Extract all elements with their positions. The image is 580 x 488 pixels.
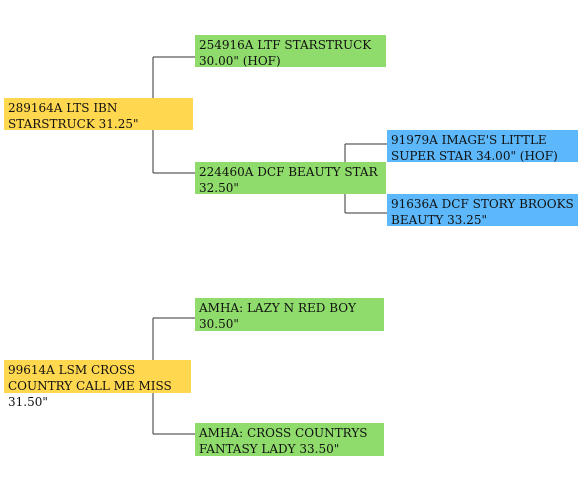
pedigree-dam-horse: 224460A DCF BEAUTY STAR 32.50": [195, 162, 386, 195]
pedigree-sire-horse: 254916A LTF STARSTRUCK 30.00" (HOF): [195, 35, 386, 68]
pedigree-sire-horse: AMHA: LAZY N RED BOY 30.50": [195, 298, 384, 331]
horse-label: AMHA: CROSS COUNTRYS FANTASY LADY 33.50": [199, 426, 368, 456]
horse-label: 99614A LSM CROSS COUNTRY CALL ME MISS 31…: [8, 363, 172, 409]
horse-label: 254916A LTF STARSTRUCK 30.00" (HOF): [199, 38, 372, 68]
pedigree-root-horse: 289164A LTS IBN STARSTRUCK 31.25": [4, 98, 193, 131]
horse-label: 91636A DCF STORY BROOKS BEAUTY 33.25": [391, 197, 574, 227]
horse-label: 224460A DCF BEAUTY STAR 32.50": [199, 165, 378, 195]
pedigree-dam-dam-horse: 91636A DCF STORY BROOKS BEAUTY 33.25": [387, 194, 578, 227]
horse-label: AMHA: LAZY N RED BOY 30.50": [199, 301, 356, 331]
pedigree-dam-horse: AMHA: CROSS COUNTRYS FANTASY LADY 33.50": [195, 423, 384, 456]
horse-label: 289164A LTS IBN STARSTRUCK 31.25": [8, 101, 139, 131]
pedigree-root-horse: 99614A LSM CROSS COUNTRY CALL ME MISS 31…: [4, 360, 191, 409]
horse-label: 91979A IMAGE'S LITTLE SUPER STAR 34.00" …: [391, 133, 558, 163]
pedigree-dam-sire-horse: 91979A IMAGE'S LITTLE SUPER STAR 34.00" …: [387, 130, 578, 163]
